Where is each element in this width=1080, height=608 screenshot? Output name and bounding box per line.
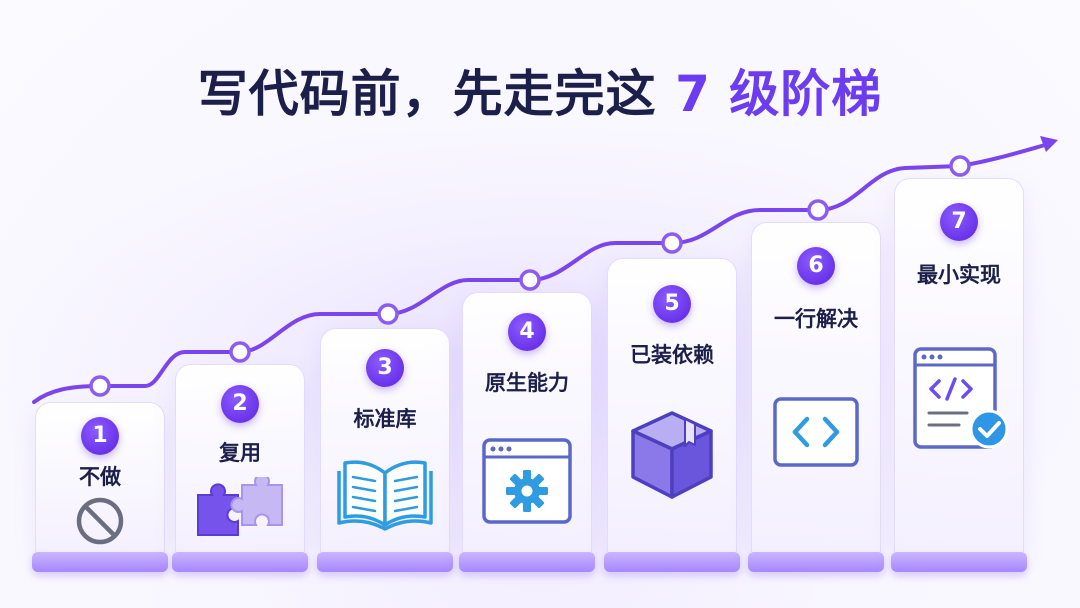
step-card-3: 3 标准库 [320, 328, 450, 552]
arrowhead-icon [1040, 136, 1058, 152]
puzzle-pieces-icon [192, 473, 288, 543]
step-label: 不做 [79, 465, 121, 489]
browser-gear-icon [481, 437, 573, 529]
prohibited-icon [74, 495, 126, 551]
step-number-badge: 7 [940, 203, 978, 241]
page-title: 写代码前，先走完这 7 级阶梯 [0, 54, 1080, 126]
step-base-1 [32, 552, 168, 572]
step-number-badge: 2 [221, 385, 259, 423]
path-node [89, 375, 111, 397]
step-label: 最小实现 [917, 263, 1001, 287]
step-number-badge: 4 [508, 313, 546, 351]
step-base-7 [891, 552, 1027, 572]
code-brackets-icon [773, 397, 859, 471]
step-number-badge: 5 [653, 285, 691, 323]
code-window-check-icon [909, 345, 1009, 459]
step-label: 原生能力 [485, 371, 569, 395]
title-main-text: 写代码前，先走完这 [197, 65, 676, 123]
open-book-icon [335, 455, 435, 535]
step-base-3 [317, 552, 453, 572]
path-node [949, 155, 971, 177]
step-card-4: 4 原生能力 [462, 292, 592, 552]
step-base-6 [748, 552, 884, 572]
path-node [377, 303, 399, 325]
path-node [519, 269, 541, 291]
step-card-7: 7 最小实现 [894, 178, 1024, 552]
path-node [807, 199, 829, 221]
step-label: 已装依赖 [630, 343, 714, 367]
step-base-4 [459, 552, 595, 572]
path-node [661, 232, 683, 254]
step-card-1: 1 不做 [35, 402, 165, 552]
step-card-6: 6 一行解决 [751, 222, 881, 552]
step-number-badge: 6 [797, 247, 835, 285]
step-card-2: 2 复用 [175, 364, 305, 552]
step-label: 标准库 [353, 407, 417, 431]
step-base-5 [604, 552, 740, 572]
title-accent-text: 7 级阶梯 [675, 65, 883, 123]
package-box-icon [629, 409, 715, 505]
step-label: 复用 [219, 441, 261, 465]
path-node [229, 341, 251, 363]
step-label: 一行解决 [774, 307, 858, 331]
step-number-badge: 3 [366, 349, 404, 387]
step-card-5: 5 已装依赖 [607, 258, 737, 552]
step-number-badge: 1 [81, 417, 119, 455]
step-base-2 [172, 552, 308, 572]
